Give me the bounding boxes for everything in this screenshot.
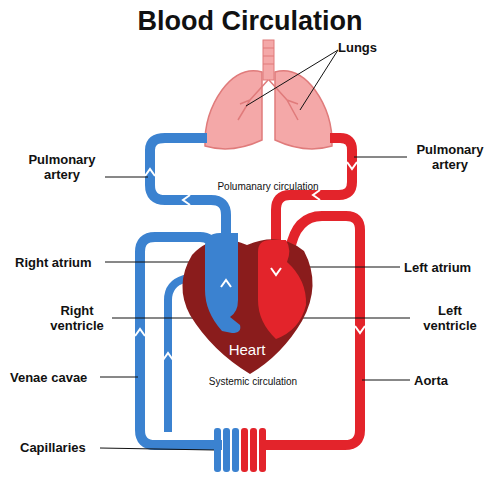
illustration-part: [355, 326, 365, 333]
part-label: Right atrium: [15, 255, 130, 270]
part-label: Left atrium: [404, 260, 499, 275]
illustration-part: [300, 50, 338, 110]
illustration-part: [145, 169, 155, 176]
illustration-part: [263, 64, 274, 65]
illustration-part: [232, 428, 239, 472]
part-label: Left ventricle: [412, 303, 488, 333]
illustration-part: [354, 157, 407, 158]
heart-shape: Heart: [172, 225, 322, 375]
illustration-part: [347, 162, 357, 169]
diagram-title: Blood Circulation: [0, 6, 500, 37]
illustration-part: [205, 71, 262, 149]
illustration-part: [250, 428, 257, 472]
illustration-part: [362, 380, 410, 381]
part-label: Right ventricle: [42, 303, 112, 333]
illustration-part: [275, 71, 332, 149]
illustration-part: [238, 80, 298, 120]
region-label: Systemic circulation: [178, 376, 328, 388]
illustration-part: [258, 240, 306, 339]
part-label: Pulmonary artery: [18, 152, 106, 182]
illustration-part: [271, 268, 281, 275]
illustration-part: [105, 177, 148, 178]
part-label: Lungs: [338, 40, 408, 55]
illustration-part: [246, 50, 338, 106]
illustration-part: [263, 56, 274, 57]
illustration-part: [259, 428, 266, 472]
illustration-part: [263, 48, 274, 49]
part-label: Venae cavae: [10, 370, 120, 385]
illustration-part: [163, 353, 173, 360]
illustration-part: [223, 428, 230, 472]
part-label: Capillaries: [20, 440, 130, 455]
illustration-part: [263, 40, 274, 80]
illustration-part: [241, 428, 248, 472]
node-text: Heart: [172, 341, 322, 358]
illustration-part: [135, 329, 145, 336]
illustration-part: [100, 377, 138, 378]
region-label: Polumanary circulation: [183, 181, 353, 193]
part-label: Pulmonary artery: [404, 142, 496, 172]
illustration-part: [221, 280, 231, 287]
illustration-part: [100, 448, 214, 450]
illustration-part: [183, 195, 190, 205]
illustration-part: [214, 428, 221, 472]
part-label: Aorta: [414, 373, 484, 388]
illustration-part: [205, 233, 240, 333]
